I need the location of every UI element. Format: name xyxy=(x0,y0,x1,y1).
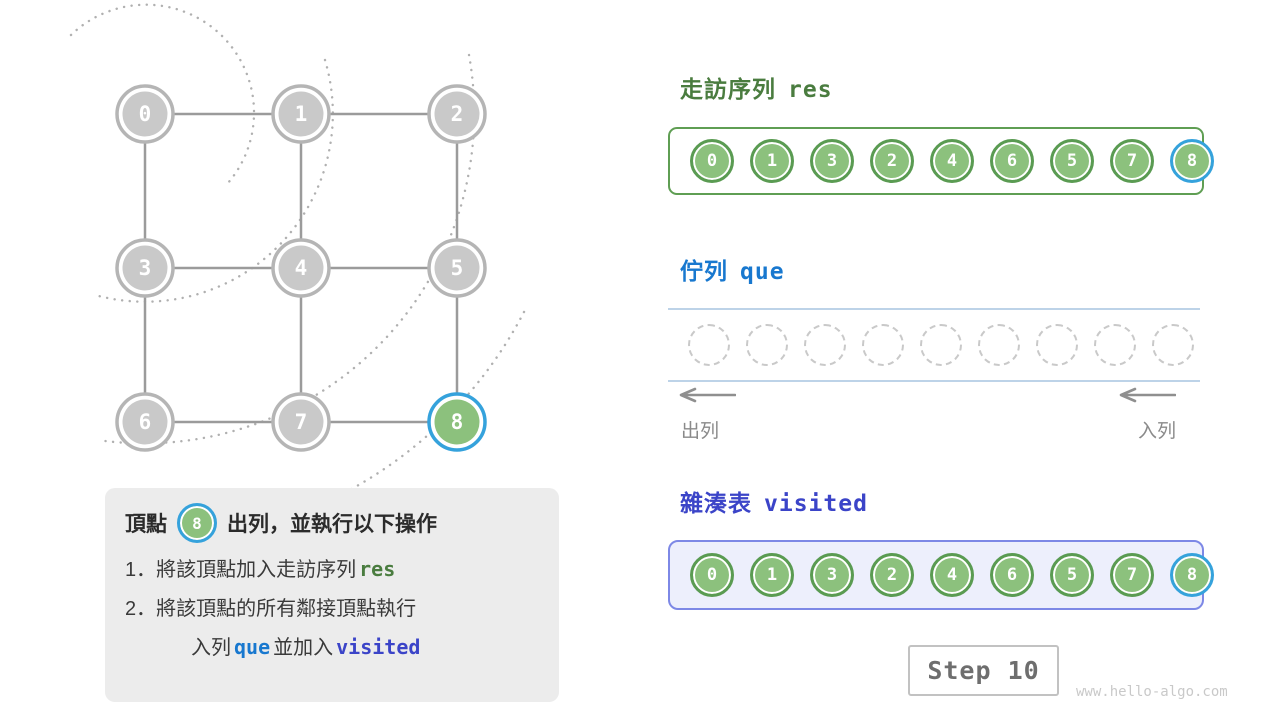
visited-section-title: 雜湊表 visited xyxy=(680,484,868,518)
graph-node-0-label: 0 xyxy=(139,102,152,126)
visited-item: 3 xyxy=(810,553,854,597)
graph-node-6-label: 6 xyxy=(139,410,152,434)
enqueue-arrow-icon xyxy=(1119,387,1176,403)
queue-slot-empty xyxy=(1152,324,1194,366)
graph-node-8-label: 8 xyxy=(451,410,464,434)
queue-slot-empty xyxy=(920,324,962,366)
visited-item: 5 xyxy=(1050,553,1094,597)
graph-node-3: 3 xyxy=(115,238,175,298)
graph-node-3-label: 3 xyxy=(139,256,152,280)
graph-canvas: 0 1 2 3 4 5 6 7 xyxy=(69,3,526,516)
res-item: 2 xyxy=(870,139,914,183)
enqueue-label: 入列 xyxy=(1138,421,1177,442)
queue-slot-empty xyxy=(688,324,730,366)
res-section-title: 走訪序列 res xyxy=(680,70,833,104)
graph-node-8-active: 8 xyxy=(427,392,487,452)
visited-item: 6 xyxy=(990,553,1034,597)
graph-node-7: 7 xyxy=(271,392,331,452)
info-suffix: 出列，並執行以下操作 xyxy=(227,513,437,536)
res-item: 0 xyxy=(690,139,734,183)
info-step-2b-code-visited: visited xyxy=(336,635,421,659)
queue-section-title: 佇列 que xyxy=(680,252,785,286)
graph-node-4: 4 xyxy=(271,238,331,298)
queue-slot-empty xyxy=(746,324,788,366)
visited-item: 1 xyxy=(750,553,794,597)
res-item: 4 xyxy=(930,139,974,183)
queue-slot-empty xyxy=(862,324,904,366)
visited-item: 0 xyxy=(690,553,734,597)
graph-node-7-label: 7 xyxy=(295,410,308,434)
graph-node-6: 6 xyxy=(115,392,175,452)
queue-slot-empty xyxy=(978,324,1020,366)
res-item: 1 xyxy=(750,139,794,183)
bfs-level-arcs xyxy=(69,3,526,516)
info-step-2: 2．將該頂點的所有鄰接頂點執行 xyxy=(125,598,417,620)
queue-slot-empty xyxy=(1036,324,1078,366)
res-item: 6 xyxy=(990,139,1034,183)
queue-box xyxy=(668,308,1200,382)
graph-node-1: 1 xyxy=(271,84,331,144)
res-item: 5 xyxy=(1050,139,1094,183)
res-item-current: 8 xyxy=(1170,139,1214,183)
queue-slot-empty xyxy=(804,324,846,366)
graph-node-1-label: 1 xyxy=(295,102,308,126)
info-step-2b-text-a: 入列 xyxy=(191,637,231,659)
step-badge: Step 10 xyxy=(908,645,1059,696)
info-step-1-code: res xyxy=(359,557,396,581)
graph-node-4-label: 4 xyxy=(295,256,308,280)
visited-item-current: 8 xyxy=(1170,553,1214,597)
bfs-level-arc-3 xyxy=(103,53,476,445)
res-title-code: res xyxy=(788,77,833,103)
dequeue-arrow-icon xyxy=(679,387,736,403)
visited-item: 2 xyxy=(870,553,914,597)
queue-title-text: 佇列 xyxy=(680,258,728,284)
dequeue-label: 出列 xyxy=(681,421,720,442)
graph-node-2-label: 2 xyxy=(451,102,464,126)
graph-node-5: 5 xyxy=(427,238,487,298)
graph-node-0: 0 xyxy=(115,84,175,144)
res-box: 0 1 3 2 4 6 5 7 8 xyxy=(668,127,1214,195)
visited-item: 7 xyxy=(1110,553,1154,597)
visited-box: 0 1 3 2 4 6 5 7 8 xyxy=(668,540,1214,610)
res-item: 7 xyxy=(1110,139,1154,183)
queue-title-code: que xyxy=(740,259,785,285)
visited-title-code: visited xyxy=(764,491,868,517)
visited-title-text: 雜湊表 xyxy=(680,490,752,516)
info-step-2b-code-que: que xyxy=(234,635,271,659)
info-header: 頂點 8 出列，並執行以下操作 xyxy=(125,503,539,543)
res-title-text: 走訪序列 xyxy=(680,76,776,102)
info-step-2b-text-b: 並加入 xyxy=(273,637,334,659)
bfs-level-arc-4 xyxy=(296,310,526,516)
graph-node-5-label: 5 xyxy=(451,256,464,280)
watermark: www.hello-algo.com xyxy=(1076,684,1228,700)
info-step-1-text: 1．將該頂點加入走訪序列 xyxy=(125,559,357,581)
graph-node-2: 2 xyxy=(427,84,487,144)
res-item: 3 xyxy=(810,139,854,183)
info-node-badge: 8 xyxy=(177,503,217,543)
info-prefix: 頂點 xyxy=(125,513,167,536)
visited-item: 4 xyxy=(930,553,974,597)
queue-slot-empty xyxy=(1094,324,1136,366)
